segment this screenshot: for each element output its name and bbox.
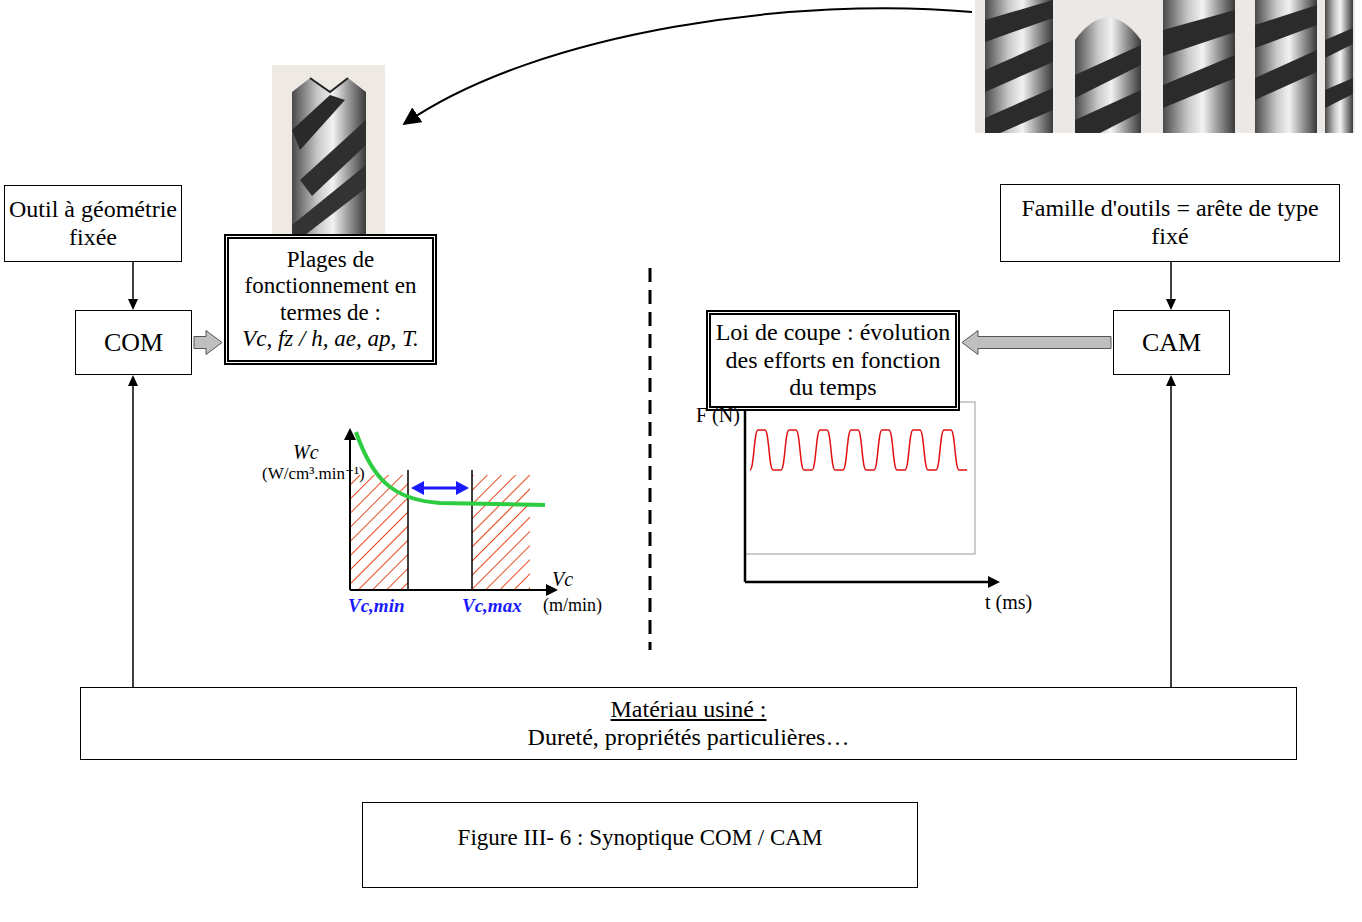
block-arrow-shape <box>962 331 1111 355</box>
axis-label: Vc <box>552 568 573 590</box>
axis-label: t (ms) <box>985 591 1032 613</box>
connector-arrow <box>128 262 138 310</box>
tool-family-photo <box>975 0 1355 133</box>
connector-line <box>132 385 134 687</box>
figure-caption: Figure III- 6 : Synoptique COM / CAM <box>458 825 823 851</box>
arrow-head <box>1166 299 1176 310</box>
connector-arrow <box>128 375 138 687</box>
separator-line <box>649 268 652 650</box>
axis-tick-label: Vc,max <box>462 596 522 617</box>
block-arrow <box>194 331 222 355</box>
tool-box: Outil à géométrie fixée <box>4 185 182 262</box>
force-time-chart <box>739 392 1000 588</box>
box-text: CAM <box>1142 328 1201 358</box>
model-box: CAM <box>1113 310 1230 375</box>
curved-arrow <box>404 8 972 124</box>
connector-line <box>1170 385 1172 687</box>
connector-arrow <box>1166 262 1176 310</box>
axis-unit: (W/cm³.min⁻¹) <box>262 465 365 484</box>
axis-label: Wc <box>293 441 319 463</box>
model-box: COM <box>75 310 192 375</box>
specific-energy-chart <box>344 428 558 596</box>
tool-photo <box>272 65 385 235</box>
arrow-head <box>128 299 138 310</box>
arrow-head <box>1166 375 1176 386</box>
box-text: COM <box>104 328 163 358</box>
box-text: Outil à géométrie fixée <box>8 196 178 251</box>
box-text: Plages de fonctionnement en termes de : <box>232 247 429 326</box>
connector-line <box>1170 262 1172 300</box>
box-text: Dureté, propriétés particulières… <box>528 724 850 752</box>
box-text: Vc, fz / h, ae, ap, T. <box>242 326 419 352</box>
connector-arrow <box>1166 375 1176 687</box>
axis-tick-label: Vc,min <box>348 596 404 617</box>
connector-line <box>132 262 134 300</box>
arrow-head <box>128 375 138 386</box>
box-text: Loi de coupe : évolution des efforts en … <box>714 319 952 402</box>
result-box: Loi de coupe : évolution des efforts en … <box>706 310 960 411</box>
result-box: Plages de fonctionnement en termes de :V… <box>224 234 437 365</box>
block-arrow <box>962 331 1111 355</box>
box-text: Famille d'outils = arête de type fixé <box>1004 195 1336 250</box>
block-arrow-shape <box>194 331 222 355</box>
axis-unit: (m/min) <box>543 596 602 616</box>
axis-label: F (N) <box>696 404 740 426</box>
caption-frame: Figure III- 6 : Synoptique COM / CAM <box>362 802 918 888</box>
box-text: Matériau usiné : <box>611 696 767 724</box>
material-box: Matériau usiné :Dureté, propriétés parti… <box>80 687 1297 760</box>
tool-family-box: Famille d'outils = arête de type fixé <box>1000 184 1340 262</box>
